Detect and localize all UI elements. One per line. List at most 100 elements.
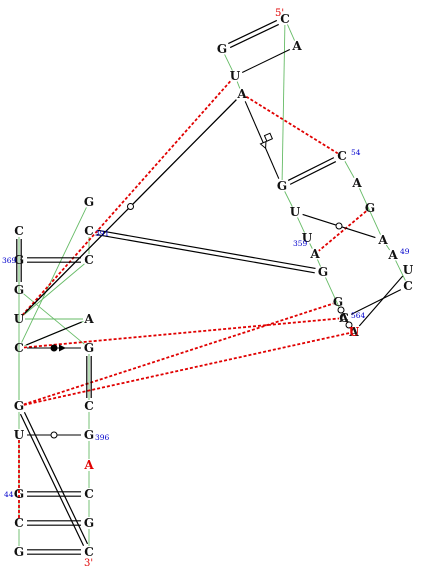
base-pair-line: [26, 321, 82, 346]
nucleotide: C: [84, 399, 94, 413]
nucleotide: C: [280, 12, 290, 26]
nucleotide: G: [14, 283, 24, 297]
backbone-link: [344, 161, 355, 178]
nucleotide: A: [291, 39, 302, 53]
residue-number: 44: [4, 490, 14, 499]
nucleotide: U: [14, 312, 25, 326]
noncanonical-interaction: [23, 317, 340, 349]
nucleotide: C: [14, 341, 24, 355]
base-pair-line: [241, 48, 291, 74]
noncanonical-interaction: [23, 302, 334, 406]
backbone-link: [395, 260, 406, 281]
backbone-link: [297, 217, 305, 233]
five-prime-label: 5': [275, 8, 284, 19]
watson-crick-pair-line: [228, 19, 278, 45]
nucleotide: A: [348, 325, 359, 339]
watson-crick-pair-line: [23, 412, 89, 545]
backbone-link: [309, 243, 313, 249]
backbone-link: [281, 24, 286, 181]
nucleotide: A: [309, 247, 320, 261]
nucleotide: G: [365, 201, 375, 215]
label-layer: 5' 3' 54 49 359 564 391 369 396 44: [2, 8, 410, 569]
three-prime-label: 3': [84, 558, 93, 569]
pair-symbol-layer: [24, 99, 376, 439]
watson-crick-pair-line: [96, 233, 315, 274]
noncanonical-interaction: [245, 95, 339, 155]
nucleotide: A: [83, 458, 94, 472]
watson-crick-pair-line: [287, 157, 335, 181]
pair-triangle-icon: [259, 140, 267, 150]
watson-crick-pair-line: [289, 161, 337, 185]
pair-square-icon: [263, 132, 274, 142]
nucleotide: A: [351, 176, 362, 190]
nucleotide: G: [84, 341, 94, 355]
nucleotide: U: [290, 205, 301, 219]
backbone-link: [284, 191, 293, 207]
nucleotide: C: [84, 487, 94, 501]
backbone-link: [23, 263, 85, 316]
noncanonical-pair-line: [244, 101, 280, 179]
nucleotide: U: [14, 428, 25, 442]
pair-triangle-icon: [59, 344, 66, 352]
nucleotide: C: [84, 253, 94, 267]
backbone-link: [287, 24, 295, 41]
nucleotide: U: [230, 69, 241, 83]
nucleotide: A: [338, 311, 349, 325]
backbone-link: [385, 244, 391, 251]
base-pair-layer: [16, 19, 404, 555]
nucleotide: C: [403, 279, 413, 293]
residue-number: 359: [293, 239, 308, 248]
pair-circle-icon: [337, 306, 345, 314]
base-pair-line: [358, 275, 404, 327]
nucleotide: C: [84, 545, 94, 559]
backbone-link: [317, 259, 321, 267]
watson-crick-pair-line: [229, 23, 279, 49]
backbone-link: [359, 188, 381, 235]
noncanonical-interaction: [21, 79, 233, 316]
nucleotide: G: [277, 179, 287, 193]
residue-number: 564: [351, 311, 366, 320]
nucleotide: G: [14, 545, 24, 559]
noncanonical-interaction: [318, 210, 367, 252]
nucleotide: U: [403, 263, 414, 277]
nucleotide: G: [14, 253, 24, 267]
nucleotide: G: [84, 428, 94, 442]
backbone-link: [325, 277, 342, 313]
residue-number: 369: [2, 256, 17, 265]
nucleotide: G: [84, 516, 94, 530]
residue-number: 396: [95, 433, 110, 442]
backbone-link: [21, 207, 87, 343]
nucleotide: C: [14, 516, 24, 530]
nucleotide: U: [302, 231, 313, 245]
nucleotide: G: [333, 295, 343, 309]
pair-circle-icon: [335, 222, 343, 230]
nucleotide: A: [236, 87, 247, 101]
nucleotide: A: [83, 312, 94, 326]
pair-dot-icon: [50, 344, 58, 352]
base-pair-line: [350, 289, 402, 315]
nucleotide: G: [14, 487, 24, 501]
nucleotide: C: [337, 149, 347, 163]
residue-number: 54: [351, 148, 361, 157]
backbone-link: [224, 54, 233, 71]
nucleotide: U: [349, 325, 360, 339]
pair-circle-icon: [50, 431, 58, 439]
nucleotide: G: [84, 195, 94, 209]
pair-circle-icon: [127, 203, 134, 210]
backbone-link: [236, 81, 241, 89]
nucleotide: C: [339, 311, 349, 325]
nucleotide: A: [387, 248, 398, 262]
nucleotide: A: [377, 233, 388, 247]
nucleotide: C: [84, 224, 94, 238]
nucleotide: G: [217, 42, 227, 56]
nucleotide: G: [14, 399, 24, 413]
watson-crick-pair-line: [97, 229, 316, 270]
watson-crick-pair-line: [19, 413, 85, 546]
residue-number: 49: [400, 247, 410, 256]
nucleotide: G: [318, 265, 328, 279]
pair-circle-icon: [345, 321, 353, 329]
nucleotide: C: [14, 224, 24, 238]
noncanonical-interaction-layer: [18, 79, 367, 518]
